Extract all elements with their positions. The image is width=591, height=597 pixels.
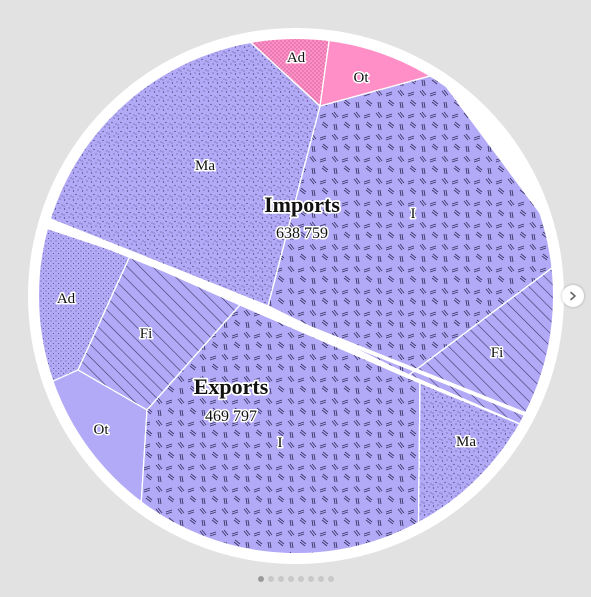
chart-border bbox=[33, 33, 559, 559]
group-total-exports: 469 797 bbox=[205, 408, 257, 425]
cell-exports-I-pattern bbox=[136, 304, 421, 556]
label-imports-Fi: Fi bbox=[491, 345, 504, 361]
group-imports bbox=[36, 36, 556, 431]
label-exports-Ad: Ad bbox=[57, 291, 76, 307]
cell-imports-Fi-pattern bbox=[408, 261, 556, 431]
next-slide-button[interactable] bbox=[562, 285, 584, 307]
pagination-dot[interactable] bbox=[287, 576, 294, 582]
pagination-dot[interactable] bbox=[257, 576, 264, 582]
group-title-exports: Exports bbox=[194, 374, 269, 399]
chevron-right-icon bbox=[570, 291, 576, 301]
pagination-dot[interactable] bbox=[317, 576, 324, 582]
pagination-dot[interactable] bbox=[327, 576, 334, 582]
label-exports-Ma: Ma bbox=[456, 434, 476, 450]
label-imports-Ad: Ad bbox=[287, 50, 306, 66]
group-title-imports: Imports bbox=[264, 192, 340, 217]
label-imports-Ot: Ot bbox=[354, 70, 370, 86]
label-imports-Ma: Ma bbox=[195, 158, 215, 174]
label-exports-Ot: Ot bbox=[94, 422, 110, 438]
pagination-dot[interactable] bbox=[307, 576, 314, 582]
label-imports-I: I bbox=[411, 206, 416, 222]
group-divider bbox=[36, 210, 556, 434]
carousel-pagination bbox=[0, 576, 591, 582]
pagination-dot[interactable] bbox=[297, 576, 304, 582]
cell-exports-Ot[interactable] bbox=[28, 369, 148, 570]
pagination-dot[interactable] bbox=[267, 576, 274, 582]
cell-imports-Ad-pattern bbox=[245, 36, 331, 107]
pagination-dot[interactable] bbox=[277, 576, 284, 582]
label-exports-I: I bbox=[278, 435, 283, 451]
group-total-imports: 638 759 bbox=[276, 225, 328, 242]
label-exports-Fi: Fi bbox=[140, 326, 153, 342]
